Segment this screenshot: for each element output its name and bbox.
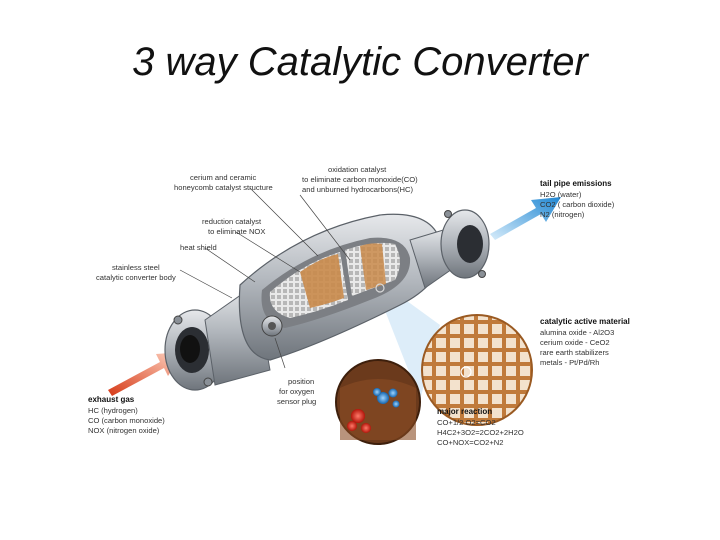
active-material-item: rare earth stabilizers xyxy=(540,348,609,357)
label-honeycomb-2: honeycomb catalyst structure xyxy=(174,183,273,192)
major-reaction-title: major reaction xyxy=(437,407,492,416)
tail-pipe-item: H2O (water) xyxy=(540,190,582,199)
label-oxidation-1: oxidation catalyst xyxy=(328,165,387,174)
label-sensor-3: sensor plug xyxy=(277,397,316,406)
exhaust-gas-item: HC (hydrogen) xyxy=(88,406,138,415)
label-heat-shield: heat shield xyxy=(180,243,217,252)
major-reaction-item: CO+1/2 O2=CO2 xyxy=(437,418,496,427)
active-material-item: alumina oxide - Al2O3 xyxy=(540,328,614,337)
label-reduction-1: reduction catalyst xyxy=(202,217,262,226)
label-sensor-1: position xyxy=(288,377,314,386)
tail-pipe-outlet-arrow xyxy=(490,197,561,240)
label-body-1: stainless steel xyxy=(112,263,160,272)
major-reaction-item: H4C2+3O2=2CO2+2H2O xyxy=(437,428,524,437)
tail-pipe-item: CO2 ( carbon dioxide) xyxy=(540,200,615,209)
converter-body xyxy=(164,209,490,391)
slide-title: 3 way Catalytic Converter xyxy=(132,40,588,84)
tail-pipe-item: N2 (nitrogen) xyxy=(540,210,585,219)
label-honeycomb-1: cerium and ceramic xyxy=(190,173,256,182)
exhaust-gas-item: NOX (nitrogen oxide) xyxy=(88,426,160,435)
honeycomb-magnified-view xyxy=(421,314,533,426)
label-body-2: catalytic converter body xyxy=(96,273,176,282)
label-reduction-2: to eliminate NOX xyxy=(208,227,265,236)
label-sensor-2: for oxygen xyxy=(279,387,314,396)
tail-pipe-title: tail pipe emissions xyxy=(540,179,612,188)
label-oxidation-3: and unburned hydrocarbons(HC) xyxy=(302,185,413,194)
leader-lines xyxy=(179,187,351,369)
exhaust-inlet-arrow xyxy=(108,352,184,396)
active-material-item: cerium oxide - CeO2 xyxy=(540,338,610,347)
exhaust-gas-title: exhaust gas xyxy=(88,395,135,404)
active-material-item: metals - Pt/Pd/Rh xyxy=(540,358,600,367)
exhaust-gas-item: CO (carbon monoxide) xyxy=(88,416,165,425)
major-reaction-item: CO+NOX=CO2+N2 xyxy=(437,438,503,447)
active-material-title: catalytic active material xyxy=(540,317,630,326)
label-oxidation-2: to eliminate carbon monoxide(CO) xyxy=(302,175,418,184)
reaction-magnified-view xyxy=(335,359,421,445)
